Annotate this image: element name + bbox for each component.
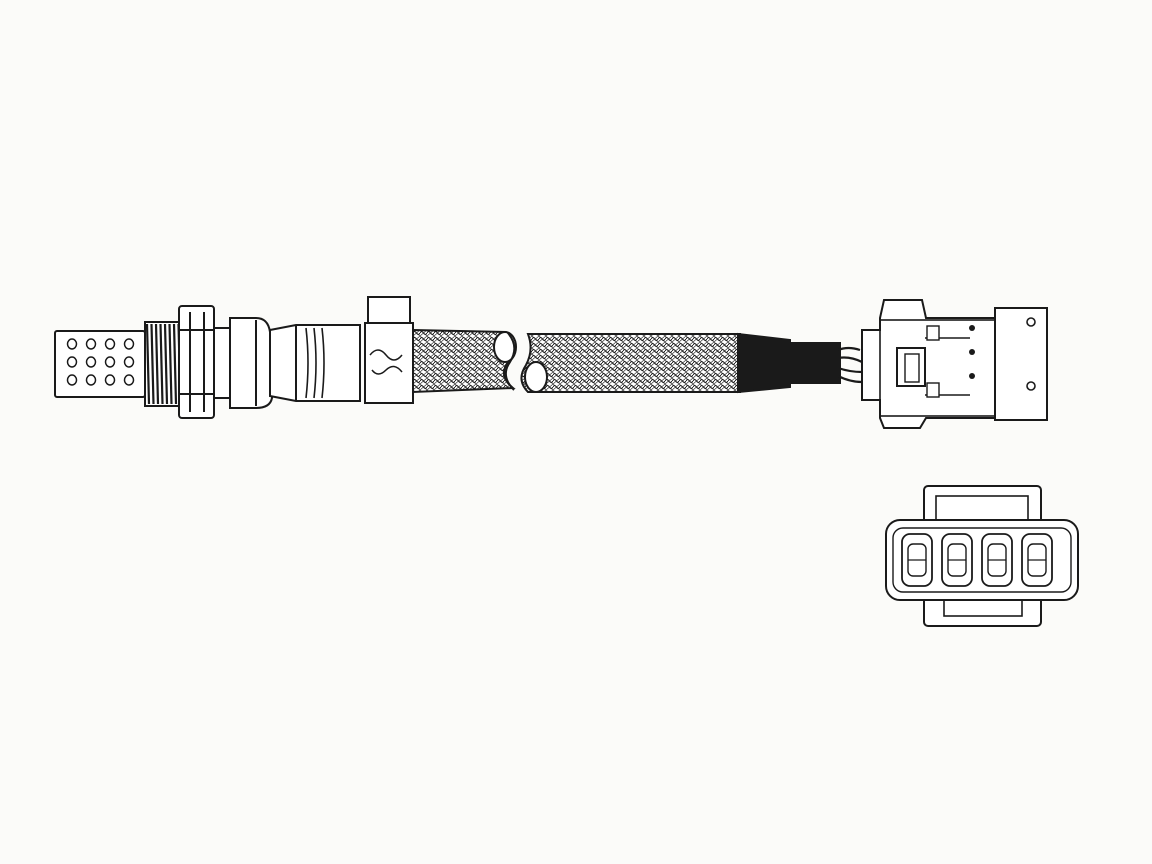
hex-nut bbox=[178, 305, 215, 419]
wires bbox=[837, 346, 863, 384]
tip-hole bbox=[66, 374, 78, 386]
sensor-tip bbox=[54, 330, 146, 398]
ferrule-ridge bbox=[313, 327, 317, 399]
ferrule-ridge bbox=[321, 327, 325, 399]
tip-hole bbox=[123, 338, 135, 350]
tip-hole bbox=[66, 356, 78, 368]
thread-line bbox=[145, 323, 151, 405]
tip-hole bbox=[85, 356, 97, 368]
connector-pins bbox=[901, 533, 1053, 587]
braided-cable-right bbox=[520, 333, 741, 393]
heat-shrink bbox=[737, 332, 841, 394]
thread-line bbox=[150, 323, 155, 405]
tip-hole bbox=[85, 374, 97, 386]
cable-ferrule bbox=[269, 324, 361, 402]
cable-break bbox=[504, 331, 516, 391]
crimp-band bbox=[364, 296, 414, 404]
plug-connector bbox=[861, 299, 1048, 429]
thread-line bbox=[159, 323, 164, 405]
tip-hole bbox=[123, 356, 135, 368]
thread-line bbox=[154, 323, 160, 405]
thread-line bbox=[163, 323, 169, 405]
threaded-body bbox=[144, 321, 182, 407]
tip-hole bbox=[104, 338, 116, 350]
ferrule-ridges bbox=[305, 327, 325, 399]
braided-cable-left bbox=[412, 328, 517, 394]
tip-hole bbox=[123, 374, 135, 386]
thread-line bbox=[172, 323, 178, 405]
tip-hole bbox=[85, 338, 97, 350]
tip-hole bbox=[104, 356, 116, 368]
tip-hole bbox=[104, 374, 116, 386]
thread-line bbox=[168, 323, 173, 405]
body-sleeve bbox=[213, 317, 274, 409]
tip-hole bbox=[66, 338, 78, 350]
ferrule-ridge bbox=[305, 327, 309, 399]
connector-face bbox=[885, 485, 1079, 627]
tip-holes bbox=[66, 338, 135, 386]
